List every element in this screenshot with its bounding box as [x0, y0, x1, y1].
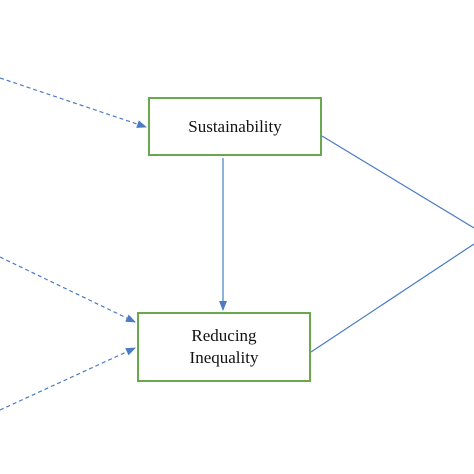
edge-sustainability-to-right	[321, 135, 474, 229]
node-sustainability-label: Sustainability	[188, 116, 282, 136]
node-sustainability: Sustainability	[148, 97, 322, 156]
edge-reducing-inequality-to-right	[310, 243, 474, 353]
edge-left-top-to-sustainability	[0, 77, 147, 128]
edge-left-bottom-to-reducing-inequality	[0, 347, 136, 411]
node-reducing-inequality-label: Reducing Inequality	[189, 326, 259, 367]
node-reducing-inequality: Reducing Inequality	[137, 312, 311, 382]
edge-left-middle-to-reducing-inequality	[0, 256, 136, 323]
